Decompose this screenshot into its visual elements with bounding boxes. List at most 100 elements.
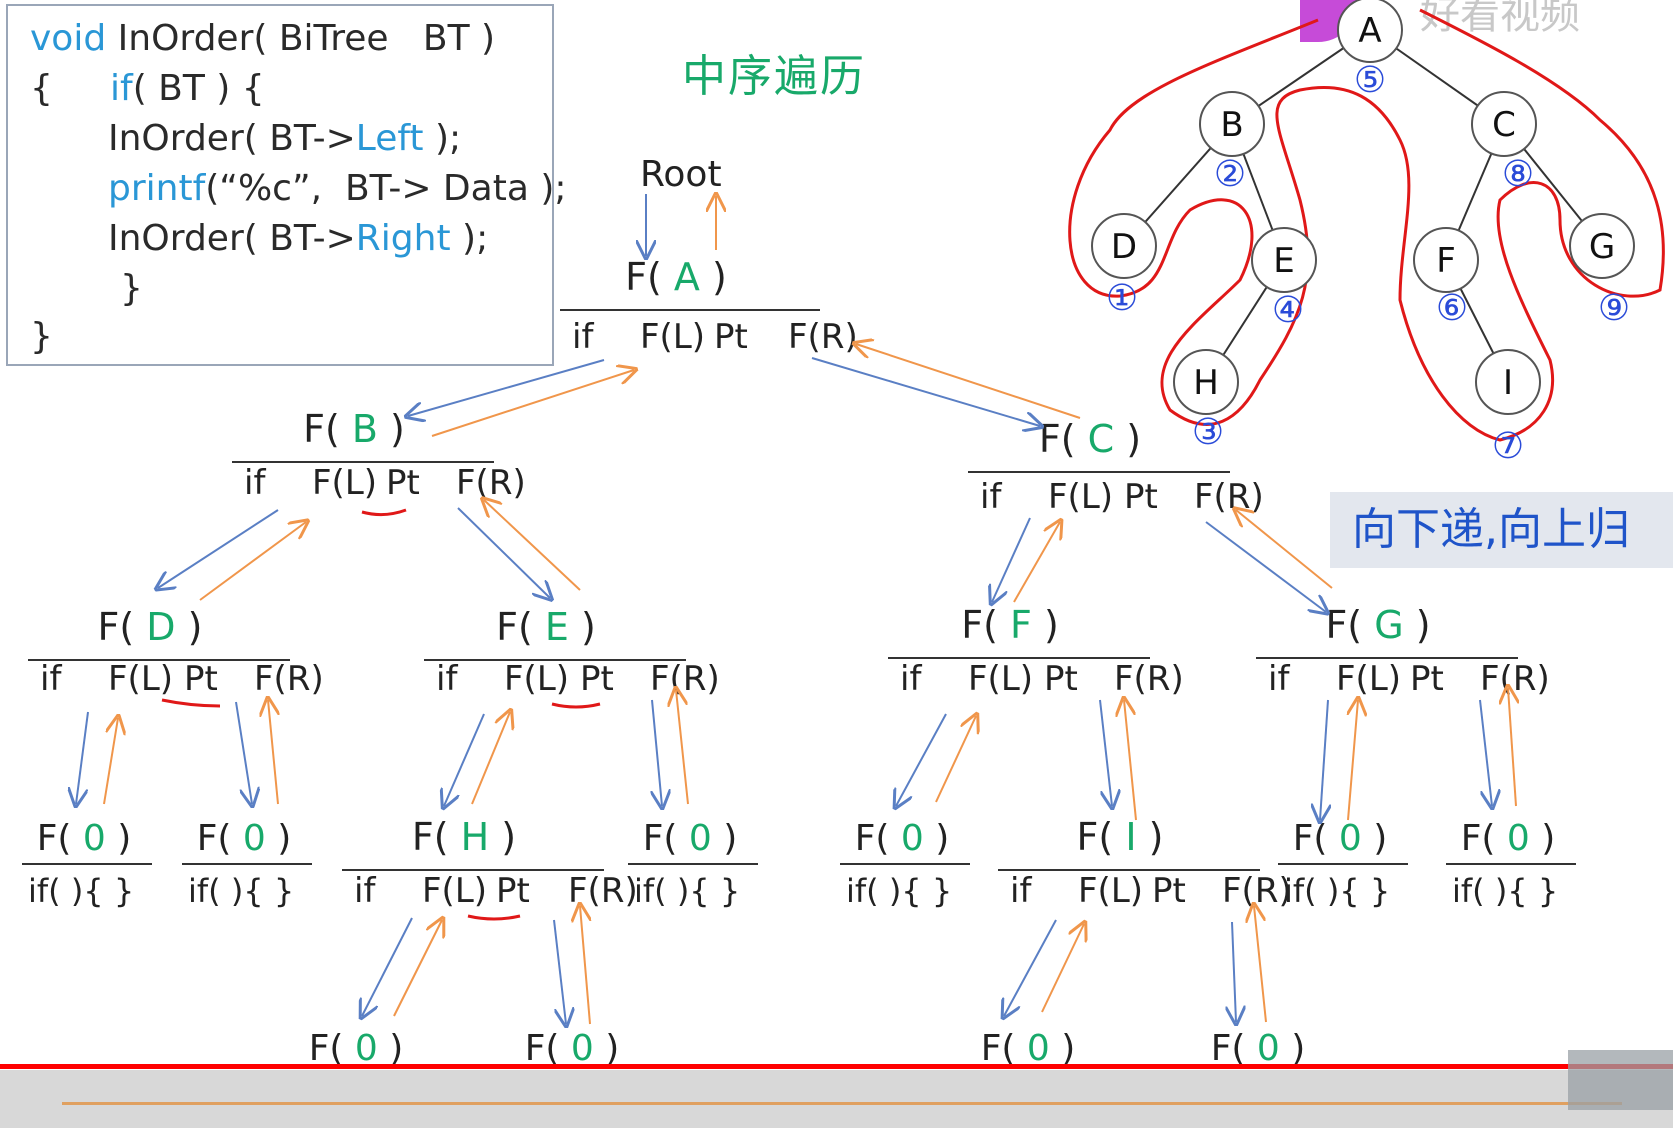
call-arrow: [444, 713, 485, 806]
call-arrow: [896, 713, 947, 806]
tree-node-h: H: [1173, 349, 1239, 415]
frame-cell-if: if: [900, 659, 922, 699]
call-arrow: [457, 507, 550, 598]
frame-cell-fr: F(R): [568, 871, 638, 911]
null-call-label: F( 0 ): [309, 1028, 404, 1069]
video-seek-track[interactable]: [62, 1102, 1622, 1105]
node-circle: [1199, 91, 1265, 157]
null-body: if( ){ }: [846, 872, 952, 910]
root-label: Root: [640, 154, 722, 195]
frame-cell-fl: F(L): [108, 659, 173, 699]
node-label: E: [1273, 241, 1294, 281]
call-arrow: [1004, 919, 1057, 1016]
code-line-2: {: [30, 68, 134, 109]
tree-node-e: E: [1251, 227, 1317, 293]
order-mark: ⑤: [1354, 60, 1386, 101]
code-line-5: printf(“%c”, BT-> Data );: [108, 168, 567, 209]
progress-line: [0, 1064, 1673, 1069]
null-call-label: F( 0 ): [37, 818, 132, 859]
frame-cell-pt: Pt: [1124, 477, 1158, 517]
return-arrow: [935, 716, 976, 803]
return-arrow: [580, 906, 590, 1025]
code-line-3: if( BT ) {: [110, 68, 265, 109]
frame-cell-pt: Pt: [1044, 659, 1078, 699]
return-arrow: [1348, 700, 1358, 821]
frame-cell-if: if: [40, 659, 62, 699]
null-frame: F( 0 )if( ){ }: [22, 818, 152, 910]
return-arrow: [1013, 522, 1060, 603]
frame-cell-fl: F(L): [1336, 659, 1401, 699]
frame-cell-if: if: [244, 463, 266, 503]
node-label: G: [1589, 227, 1615, 267]
tree-node-b: B: [1199, 91, 1265, 157]
frame-cell-if: if: [1010, 871, 1032, 911]
order-mark: ⑨: [1598, 288, 1630, 329]
frame-cell-pt: Pt: [1152, 871, 1186, 911]
node-label: B: [1220, 105, 1243, 145]
frame-cell-fr: F(R): [456, 463, 526, 503]
frame-cell-if: if: [980, 477, 1002, 517]
call-arrow: [408, 359, 605, 416]
return-arrow: [431, 370, 634, 437]
null-call-label: F( 0 ): [1461, 818, 1556, 859]
page-title: 中序遍历: [682, 51, 866, 102]
call-arrow: [1479, 699, 1492, 806]
order-mark: ⑦: [1492, 426, 1524, 467]
return-arrow: [268, 700, 278, 805]
watermark: 好看视频: [1420, 0, 1580, 38]
return-arrow: [1124, 700, 1137, 821]
call-arrow: [553, 919, 566, 1024]
pause-button[interactable]: [1568, 1050, 1673, 1110]
frame-cell-fr: F(R): [1114, 659, 1184, 699]
frame-cell-pt: Pt: [496, 871, 530, 911]
null-frame: F( 0 ) if( ){ }: [1446, 818, 1576, 910]
call-arrow: [1320, 699, 1328, 820]
frame-cell-fl: F(L): [422, 871, 487, 911]
video-control-bar[interactable]: [0, 1070, 1673, 1128]
node-circle: [1475, 349, 1541, 415]
frame-call-label: F( D ): [98, 605, 203, 649]
tree-node-c: C: [1471, 91, 1537, 157]
return-arrow: [471, 712, 510, 805]
frame-cell-fl: F(L): [640, 317, 705, 357]
null-call-label: F( 0 ): [197, 818, 292, 859]
order-mark: ②: [1214, 154, 1246, 195]
pt-underline: [361, 508, 407, 517]
frame-cell-pt: Pt: [1410, 659, 1444, 699]
return-arrow: [103, 718, 118, 805]
return-arrow: [1508, 688, 1516, 807]
frame-cell-if: if: [572, 317, 594, 357]
code-line-8: }: [30, 316, 53, 357]
node-circle: [1251, 227, 1317, 293]
null-body: if( ){ }: [1452, 872, 1558, 910]
frame-call-label: F( G ): [1325, 603, 1430, 647]
frame-cell-fl: F(L): [968, 659, 1033, 699]
frame-cell-fl: F(L): [1048, 477, 1113, 517]
call-arrow: [992, 517, 1031, 602]
return-arrow: [393, 920, 442, 1017]
tree-node-f: F: [1413, 227, 1479, 293]
code-panel: void InOrder( BiTree BT ) { if( BT ) { I…: [6, 4, 567, 366]
frame-call-label: F( C ): [1039, 417, 1141, 461]
frame-cell-pt: Pt: [386, 463, 420, 503]
null-frame: F( 0 )if( ){ }: [628, 818, 758, 910]
call-arrow: [1099, 699, 1112, 806]
frame-call-label: F( I ): [1077, 815, 1164, 859]
node-circle: [1337, 0, 1403, 63]
node-circle: [1413, 227, 1479, 293]
pt-underline: [161, 698, 221, 708]
call-arrow: [362, 917, 413, 1016]
frame-cell-pt: Pt: [184, 659, 218, 699]
node-circle: [1091, 213, 1157, 279]
slogan-box: 向下递,向上归: [1330, 492, 1673, 568]
frame-call-label: F( A ): [625, 255, 727, 299]
